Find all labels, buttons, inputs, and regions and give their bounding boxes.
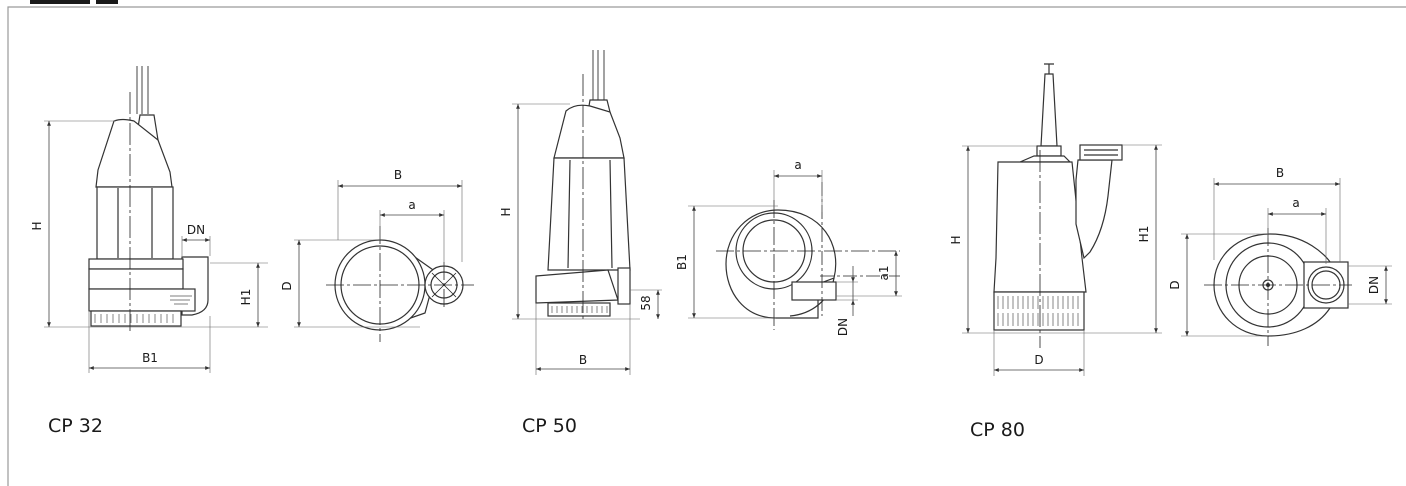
cp50-dim-a1: a1 bbox=[877, 266, 891, 281]
cp32-dim-a: a bbox=[408, 198, 415, 212]
cp80-dim-d: D bbox=[1034, 353, 1043, 367]
cp80-plan-view: B a D DN bbox=[1168, 166, 1392, 346]
cp50-dim-b1: B1 bbox=[675, 254, 689, 270]
header-bar bbox=[30, 0, 90, 4]
cp32-dim-d: D bbox=[280, 281, 294, 290]
cp80-dim-a: a bbox=[1292, 196, 1299, 210]
cp32-plan-view: B a D bbox=[280, 168, 474, 342]
cp32-dim-h: H bbox=[30, 221, 44, 230]
cp80-dim-b: B bbox=[1276, 166, 1284, 180]
header-bar bbox=[96, 0, 118, 4]
cp80-dim-h: H bbox=[949, 235, 963, 244]
cp80-caption: CP 80 bbox=[970, 419, 1025, 441]
cp32-side-view: H DN H1 B1 bbox=[30, 66, 268, 373]
cp32-dim-dn: DN bbox=[187, 223, 205, 237]
cp80-dim-h1: H1 bbox=[1137, 226, 1151, 243]
cp50-dim-b: B bbox=[579, 353, 587, 367]
cp50-caption: CP 50 bbox=[522, 415, 577, 437]
cp32-caption: CP 32 bbox=[48, 415, 103, 437]
cp80-side-view: H H1 D bbox=[949, 63, 1162, 376]
frame-border bbox=[7, 6, 1406, 486]
cp32-dim-b: B bbox=[394, 168, 402, 182]
cp80-dim-dn: DN bbox=[1367, 276, 1381, 294]
cp32-dim-h1: H1 bbox=[239, 289, 253, 306]
cp50-side-view: H 58 B bbox=[499, 50, 662, 375]
cp50-dim-58: 58 bbox=[639, 295, 653, 310]
cp32-dim-b1: B1 bbox=[142, 351, 158, 365]
cp50-plan-view: a B1 a1 DN bbox=[675, 158, 902, 336]
cp50-dim-a: a bbox=[794, 158, 801, 172]
cp50-dim-dn: DN bbox=[836, 318, 850, 336]
cp50-dim-h: H bbox=[499, 207, 513, 216]
cp80-dim-d-plan: D bbox=[1168, 280, 1182, 289]
